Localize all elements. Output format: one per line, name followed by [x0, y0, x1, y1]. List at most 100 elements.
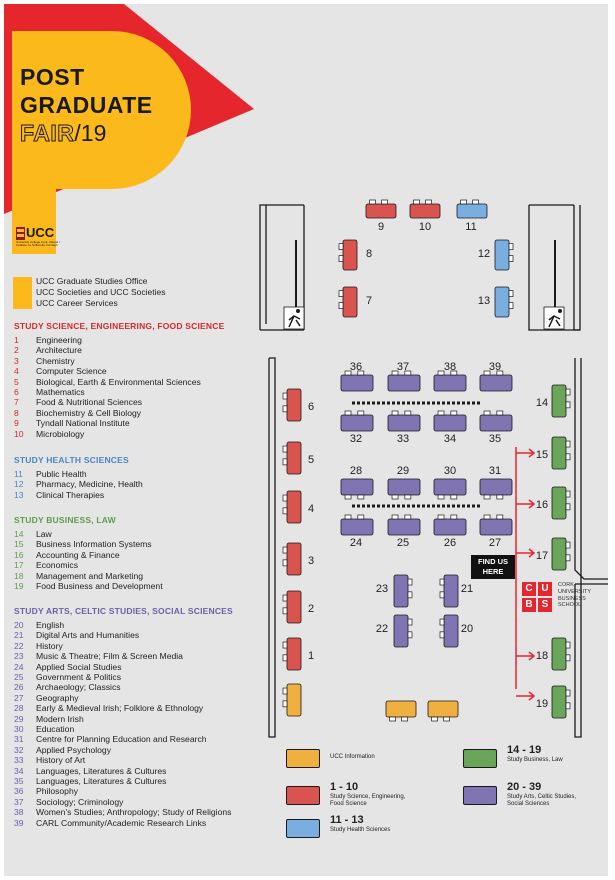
section-item-number: 32 — [14, 744, 24, 755]
section-item-number: 15 — [14, 539, 24, 550]
section-item-label: Geography — [36, 692, 79, 703]
cubs-letter-b: B — [522, 598, 536, 612]
section-item-label: Computer Science — [36, 366, 107, 377]
section-item-number: 5 — [14, 376, 19, 387]
floor-plan-walls — [259, 204, 608, 738]
key-range: 1 - 10 — [330, 781, 359, 793]
stall-16 — [551, 486, 571, 520]
stall-number-5: 5 — [308, 454, 314, 466]
section-item-number: 7 — [14, 397, 19, 408]
stall-35 — [479, 410, 513, 432]
arrow-4 — [516, 691, 536, 701]
section-item-number: 17 — [14, 560, 24, 571]
stall-number-21: 21 — [461, 583, 473, 595]
study-sections: STUDY SCIENCE, ENGINEERING, FOOD SCIENCE… — [4, 4, 244, 876]
office-graduate-studies: UCC Graduate Studies Office — [36, 276, 148, 286]
stall-33 — [387, 410, 421, 432]
title-fair: FAIR — [19, 120, 75, 146]
stall-3 — [282, 542, 302, 576]
section-item: 27 Geography — [14, 693, 79, 703]
stall-number-1: 1 — [308, 650, 314, 662]
cubs-text-line3: BUSINESS — [558, 595, 586, 602]
key-swatch-orange — [286, 749, 320, 768]
key-swatch-blue — [286, 819, 320, 838]
section-item-number: 21 — [14, 630, 24, 641]
stall-12 — [494, 239, 514, 271]
section-item-label: Food & Nutritional Sciences — [36, 397, 143, 408]
cubs-logo: C U B S — [522, 582, 556, 612]
key-swatch-green — [463, 749, 497, 768]
stall-number-24: 24 — [350, 537, 362, 549]
exit-signs — [283, 306, 565, 330]
section-item-number: 8 — [14, 407, 19, 418]
stall-number-22: 22 — [376, 623, 388, 635]
info-table-bottom-b — [427, 700, 459, 722]
stall-31 — [479, 478, 513, 500]
stall-37 — [387, 370, 421, 392]
stall-34 — [433, 410, 467, 432]
stall-number-11: 11 — [465, 221, 476, 233]
title-graduate: GRADUATE — [20, 92, 153, 118]
stall-21 — [439, 574, 459, 608]
section-item-label: Law — [36, 529, 52, 539]
cubs-text: CORK UNIVERSITY BUSINESS SCHOOL — [558, 582, 591, 609]
key-swatch-purple — [463, 786, 497, 805]
stall-36 — [340, 370, 374, 392]
stall-number-23: 23 — [376, 583, 388, 595]
cubs-text-line2: UNIVERSITY — [558, 588, 592, 595]
stall-number-33: 33 — [397, 433, 409, 445]
stall-38 — [433, 370, 467, 392]
stall-number-9: 9 — [378, 221, 384, 233]
stall-number-29: 29 — [397, 465, 409, 477]
poster: POST GRADUATE FAIR/19 UCC University Col… — [4, 4, 608, 876]
section-item-label: Mathematics — [36, 387, 85, 397]
section-item-label: Pharmacy, Medicine, Health — [36, 479, 143, 490]
section-item-number: 2 — [14, 345, 19, 356]
section-item: 8 Biochemistry & Cell Biology — [14, 408, 141, 418]
section-item-label: History of Art — [36, 755, 86, 766]
section-item-label: Biochemistry & Cell Biology — [36, 407, 142, 418]
key-description: Study Arts, Celtic Studies, Social Scien… — [507, 794, 577, 807]
section-item-label: Management and Marketing — [36, 570, 144, 581]
ucc-logo: UCC University College Cork, Ireland / C… — [16, 226, 60, 250]
section-item-number: 19 — [14, 581, 24, 591]
section-item-label: Chemistry — [36, 355, 75, 366]
section-item-number: 16 — [14, 549, 24, 560]
stall-23 — [393, 574, 413, 608]
stall-number-30: 30 — [444, 465, 456, 477]
section-item-label: Government & Politics — [36, 672, 122, 682]
stall-8 — [338, 239, 358, 271]
stall-number-17: 17 — [536, 550, 548, 562]
stall-29 — [387, 478, 421, 500]
stall-number-3: 3 — [308, 555, 314, 567]
section-item-label: Applied Psychology — [36, 744, 112, 755]
section-item-label: Economics — [36, 560, 79, 571]
stall-number-19: 19 — [536, 698, 548, 710]
stall-number-27: 27 — [489, 537, 501, 549]
section-item-number: 37 — [14, 796, 24, 807]
yellow-logo-block — [12, 184, 56, 254]
title-fair-row: FAIR/19 — [19, 120, 106, 146]
section-item: 6 Mathematics — [14, 387, 85, 397]
section-item-label: Architecture — [36, 345, 82, 356]
stall-number-15: 15 — [536, 449, 548, 461]
section-item-number: 27 — [14, 692, 24, 703]
section-item-number: 6 — [14, 387, 19, 397]
stall-number-4: 4 — [308, 503, 314, 515]
cubs-letter-c: C — [522, 582, 536, 596]
section-item-label: Clinical Therapies — [36, 489, 105, 500]
